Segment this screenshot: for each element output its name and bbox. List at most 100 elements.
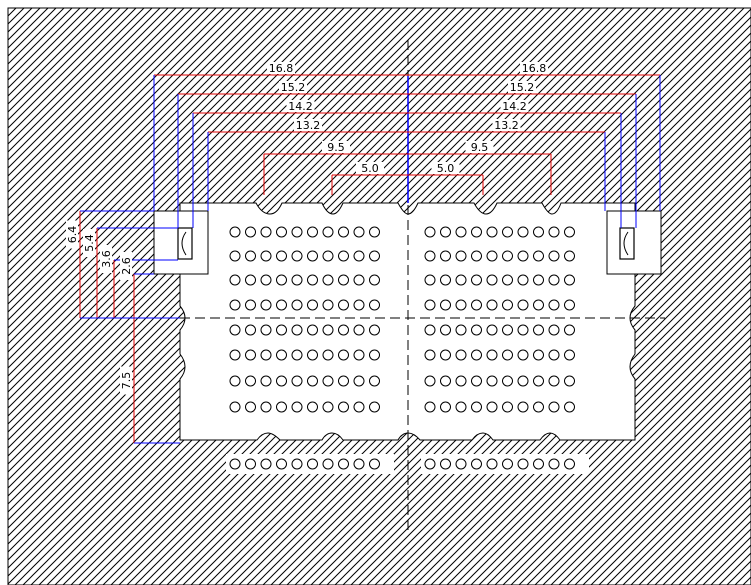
dimension-label-right: 14.2 xyxy=(502,100,527,113)
pad xyxy=(276,250,287,262)
pad xyxy=(245,250,256,262)
pad xyxy=(424,375,436,387)
pad xyxy=(548,324,560,336)
pad xyxy=(260,299,272,311)
pad xyxy=(229,250,241,262)
pad xyxy=(564,458,575,470)
bottom-pad-row xyxy=(226,454,589,474)
dimension-label-bg xyxy=(66,220,78,249)
pad xyxy=(276,458,287,470)
pad xyxy=(338,349,349,361)
pad xyxy=(291,324,303,336)
pad xyxy=(260,324,272,336)
pad xyxy=(245,401,256,413)
pad xyxy=(455,458,467,470)
dimension-label-right: 9.5 xyxy=(471,141,489,154)
pad xyxy=(440,401,451,413)
pad xyxy=(369,274,380,286)
pad xyxy=(502,375,513,387)
pad xyxy=(517,401,529,413)
pad xyxy=(353,324,365,336)
pad xyxy=(229,274,241,286)
pad xyxy=(353,250,365,262)
pad xyxy=(276,226,287,238)
pad xyxy=(471,349,482,361)
pad xyxy=(502,458,513,470)
pad xyxy=(260,226,272,238)
pad xyxy=(369,458,380,470)
dimension-label-bg xyxy=(508,81,536,93)
dimension-label-bg xyxy=(120,366,132,395)
vertical-dimension-label: 3.6 xyxy=(100,250,113,268)
dimension-label-bg xyxy=(356,162,384,174)
pad xyxy=(369,226,380,238)
pad xyxy=(276,299,287,311)
pad xyxy=(486,299,498,311)
pad xyxy=(471,274,482,286)
dimension-label-bg xyxy=(520,62,548,74)
pad xyxy=(533,458,544,470)
vertical-dimension-label: 2.6 xyxy=(120,257,133,275)
pad xyxy=(455,250,467,262)
pad xyxy=(369,250,380,262)
pad xyxy=(471,299,482,311)
dimension-label-bg xyxy=(279,81,307,93)
pad xyxy=(471,250,482,262)
pad xyxy=(455,349,467,361)
pad xyxy=(440,274,451,286)
pad xyxy=(517,349,529,361)
pad xyxy=(229,299,241,311)
pad xyxy=(471,226,482,238)
pad xyxy=(424,226,436,238)
pad xyxy=(229,375,241,387)
pad xyxy=(517,324,529,336)
pad xyxy=(455,274,467,286)
left-post xyxy=(153,210,209,275)
pad xyxy=(291,299,303,311)
vertical-dimension-label: 7.5 xyxy=(120,372,133,390)
pad xyxy=(548,226,560,238)
pad xyxy=(502,349,513,361)
pad xyxy=(486,401,498,413)
pad xyxy=(533,349,544,361)
pad xyxy=(322,458,334,470)
pad xyxy=(338,250,349,262)
pad xyxy=(548,401,560,413)
pad xyxy=(471,324,482,336)
pad xyxy=(564,299,575,311)
pad xyxy=(322,324,334,336)
pad xyxy=(245,458,256,470)
pad xyxy=(486,250,498,262)
pad xyxy=(338,401,349,413)
dimension-label-left: 9.5 xyxy=(327,141,345,154)
pad xyxy=(260,349,272,361)
dimension-label-bg xyxy=(120,252,132,280)
pad xyxy=(533,401,544,413)
pad xyxy=(291,349,303,361)
pad xyxy=(533,274,544,286)
pad xyxy=(260,250,272,262)
pad xyxy=(245,299,256,311)
pad xyxy=(486,458,498,470)
dimension-label-bg xyxy=(267,62,295,74)
pad xyxy=(276,274,287,286)
pad xyxy=(260,401,272,413)
dimension-label-left: 16.8 xyxy=(269,62,294,75)
dimension-label-bg xyxy=(286,100,315,112)
dimension-label-bg xyxy=(83,229,95,257)
dimension-label-right: 16.8 xyxy=(522,62,547,75)
pad xyxy=(245,375,256,387)
pad xyxy=(517,226,529,238)
pad xyxy=(440,226,451,238)
pad xyxy=(533,324,544,336)
dimension-label-bg xyxy=(294,119,322,131)
dimension-label-bg xyxy=(492,119,521,131)
pad xyxy=(353,274,365,286)
pad xyxy=(291,250,303,262)
pad xyxy=(307,458,318,470)
pad xyxy=(229,324,241,336)
pad xyxy=(338,324,349,336)
pad xyxy=(533,226,544,238)
